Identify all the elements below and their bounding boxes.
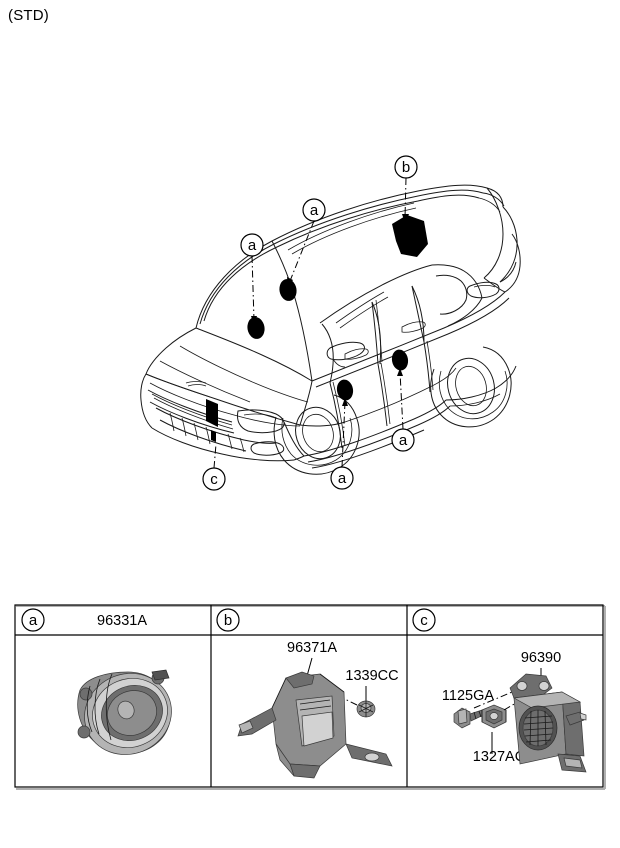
part-number-1339CC: 1339CC xyxy=(345,668,398,684)
callout-label: c xyxy=(210,471,218,488)
marker-horn-lower xyxy=(211,430,216,442)
marker-amplifier-bracket xyxy=(392,215,428,257)
std-label: (STD) xyxy=(8,7,49,24)
callout-bubble-c: c xyxy=(202,467,226,491)
part-number-96390: 96390 xyxy=(521,650,561,666)
callout-leaders xyxy=(213,177,409,469)
legend-column-c: c 96390 1125GA 1327AC xyxy=(412,608,587,773)
bolt-1125GA-illustration xyxy=(453,707,491,729)
callout-label: b xyxy=(402,159,410,176)
leader-a-rear-right xyxy=(399,371,404,430)
part-number-1125GA: 1125GA xyxy=(442,688,494,704)
badge-b-label: b xyxy=(224,612,232,629)
leader-b xyxy=(404,177,407,219)
amplifier-bracket-illustration xyxy=(237,671,393,779)
leader-a-front-right xyxy=(289,220,315,282)
callout-bubbles: a a b a a c xyxy=(202,155,418,491)
badge-b-circle xyxy=(216,608,240,632)
callout-label: a xyxy=(338,470,347,487)
callout-bubble-b: b xyxy=(394,155,418,179)
part-number-96371A: 96371A xyxy=(287,640,337,656)
callout-bubble-a-front-left: a xyxy=(240,233,264,257)
marker-speaker-front-left xyxy=(247,317,265,339)
badge-a-label: a xyxy=(29,612,38,629)
callout-bubble-a-front-right: a xyxy=(302,198,326,222)
marker-horn xyxy=(206,399,218,427)
marker-speaker-rear-right xyxy=(391,349,409,371)
part-number-96331A: 96331A xyxy=(97,613,147,629)
badge-c-label: c xyxy=(420,612,428,629)
callout-label: a xyxy=(399,432,408,449)
door-speaker-illustration xyxy=(77,669,172,755)
nut-1327AC-illustration xyxy=(481,704,507,729)
leader-a-front-left xyxy=(251,255,255,321)
part-position-markers xyxy=(206,215,428,442)
legend-column-b: b 96371A 1339CC xyxy=(216,608,399,779)
callout-label: a xyxy=(310,202,319,219)
clip-1339CC-illustration xyxy=(356,700,376,718)
leader-a-rear-left xyxy=(341,401,346,468)
badge-a-circle xyxy=(21,608,45,632)
callout-bubble-a-rear-left: a xyxy=(330,466,354,490)
callout-label: a xyxy=(248,237,257,254)
parts-legend-table: a 96331A b 96371 xyxy=(14,604,606,790)
leader-c xyxy=(213,443,217,469)
legend-column-a: a 96331A xyxy=(21,608,172,755)
marker-speaker-rear-left xyxy=(336,379,354,401)
part-number-1327AC: 1327AC xyxy=(473,749,525,765)
marker-speaker-front-right xyxy=(279,279,297,301)
horn-96390-illustration xyxy=(509,673,587,773)
vehicle-body-outline xyxy=(140,184,521,475)
vehicle-location-diagram: a a b a a c xyxy=(0,28,620,588)
badge-c-circle xyxy=(412,608,436,632)
callout-bubble-a-rear-right: a xyxy=(391,428,415,452)
